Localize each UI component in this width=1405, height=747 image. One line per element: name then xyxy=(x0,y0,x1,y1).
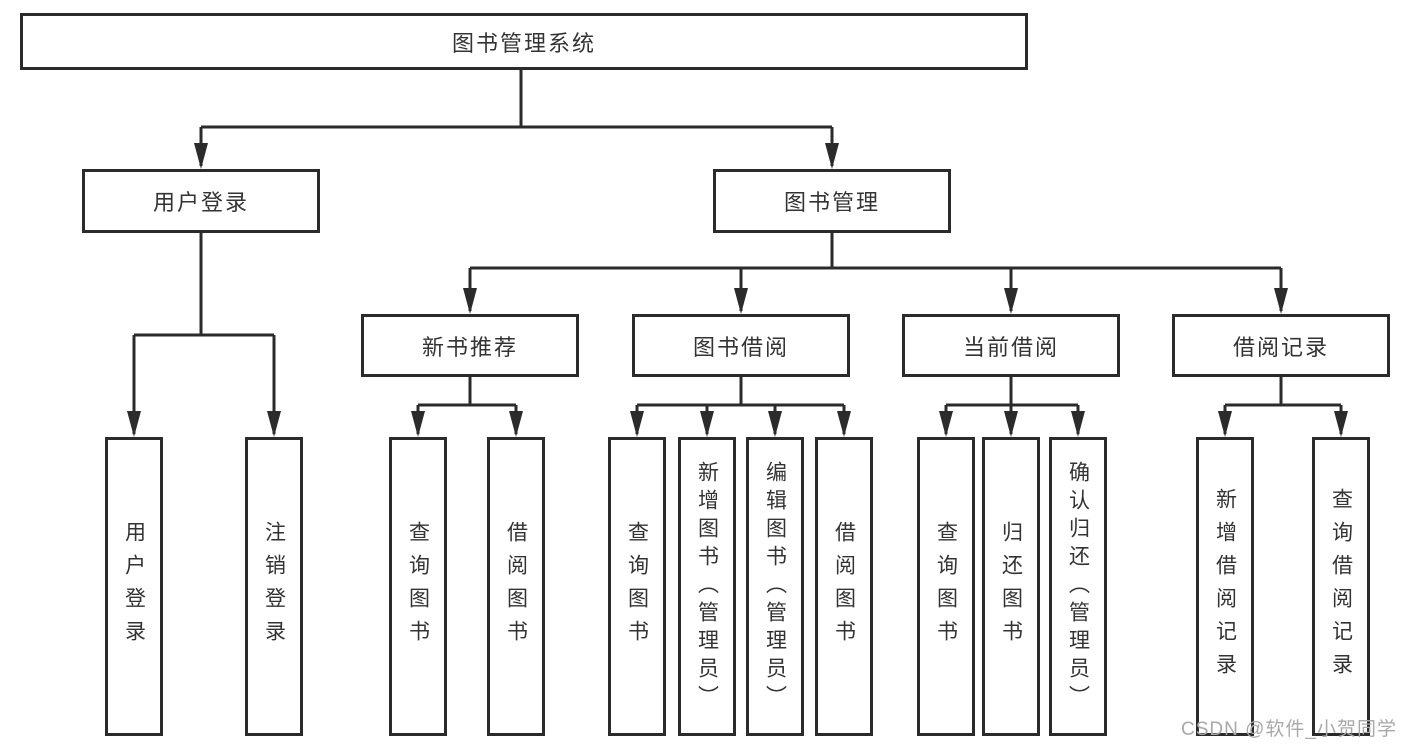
leaf-user-login: 用户登录 xyxy=(105,437,163,736)
leaf-borrow-books-rec: 借阅图书 xyxy=(487,437,545,736)
leaf-logout: 注销登录 xyxy=(245,437,303,736)
leaf-return-books: 归还图书 xyxy=(982,437,1040,736)
node-user-login: 用户登录 xyxy=(82,169,320,233)
watermark: CSDN @软件_小贺同学 xyxy=(1181,719,1397,740)
leaf-add-books-admin: 新增图书（管理员） xyxy=(678,437,736,736)
node-book-borrowing: 图书借阅 xyxy=(632,314,850,377)
node-borrowing-records: 借阅记录 xyxy=(1172,314,1390,377)
leaf-borrow-books: 借阅图书 xyxy=(815,437,873,736)
node-library-management-system: 图书管理系统 xyxy=(20,13,1028,70)
leaf-query-books-current: 查询图书 xyxy=(917,437,975,736)
leaf-add-borrow-record: 新增借阅记录 xyxy=(1196,437,1254,736)
node-current-borrowing: 当前借阅 xyxy=(902,314,1120,377)
node-book-management: 图书管理 xyxy=(713,169,951,233)
leaf-query-books-borrow: 查询图书 xyxy=(608,437,666,736)
leaf-edit-books-admin: 编辑图书（管理员） xyxy=(746,437,804,736)
node-new-book-recommendation: 新书推荐 xyxy=(361,314,579,377)
leaf-query-borrow-record: 查询借阅记录 xyxy=(1312,437,1370,736)
leaf-confirm-return-admin: 确认归还（管理员） xyxy=(1049,437,1107,736)
leaf-query-books-rec: 查询图书 xyxy=(389,437,447,736)
